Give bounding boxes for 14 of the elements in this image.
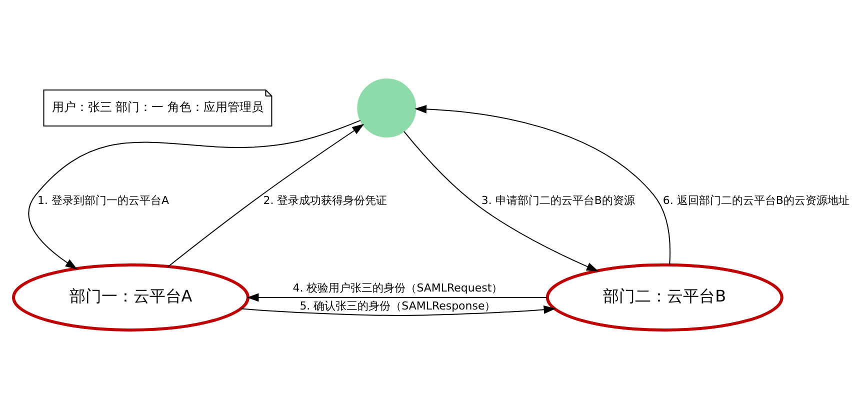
edge-label: 4. 校验用户张三的身份（SAMLRequest） [292,281,503,294]
edge-label: 5. 确认张三的身份（SAMLResponse） [300,299,496,312]
edge-label: 1. 登录到部门一的云平台A [38,194,170,207]
node-ellipse: 部门一：云平台A [12,263,250,332]
arrow [168,124,364,268]
arrow [414,104,671,266]
edge-label: 6. 返回部门二的云平台B的云资源地址 [662,194,850,207]
arrow [240,305,556,316]
arrow [28,120,361,270]
edge-label: 3. 申请部门二的云平台B的资源 [481,194,635,207]
node-person [357,78,416,138]
edge-label: 2. 登录成功获得身份凭证 [263,194,388,207]
arrow [246,293,548,302]
arrow [404,130,599,272]
